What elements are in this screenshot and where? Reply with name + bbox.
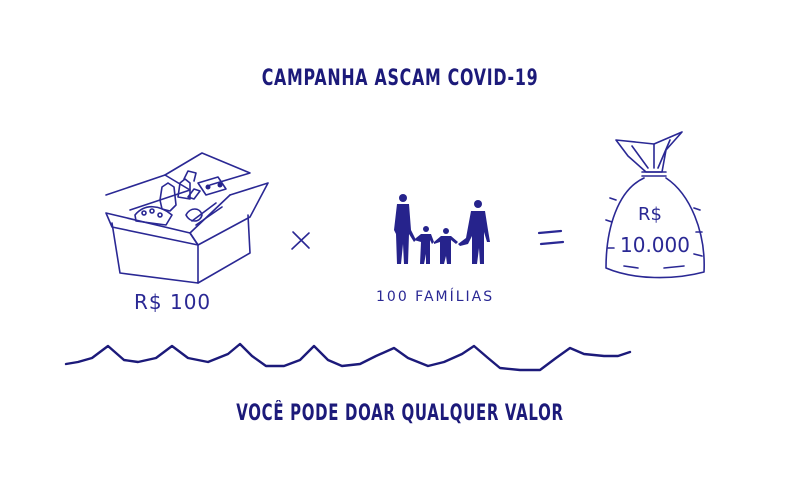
bag-currency: R$ [638,204,662,225]
wave-divider-icon [64,342,632,372]
equals-icon [537,229,565,246]
multiply-icon [291,231,310,250]
campaign-title: CAMPANHA ASCAM COVID-19 [261,66,539,91]
donation-tagline: VOCÊ PODE DOAR QUALQUER VALOR [236,401,564,426]
bag-amount: 10.000 [620,233,690,257]
families-label: 100 FAMÍLIAS [376,289,495,305]
box-price-label: R$ 100 [134,290,212,314]
food-box-icon [105,152,269,284]
money-bag-icon: R$ 10.000 [605,131,705,279]
family-icon [394,194,490,264]
